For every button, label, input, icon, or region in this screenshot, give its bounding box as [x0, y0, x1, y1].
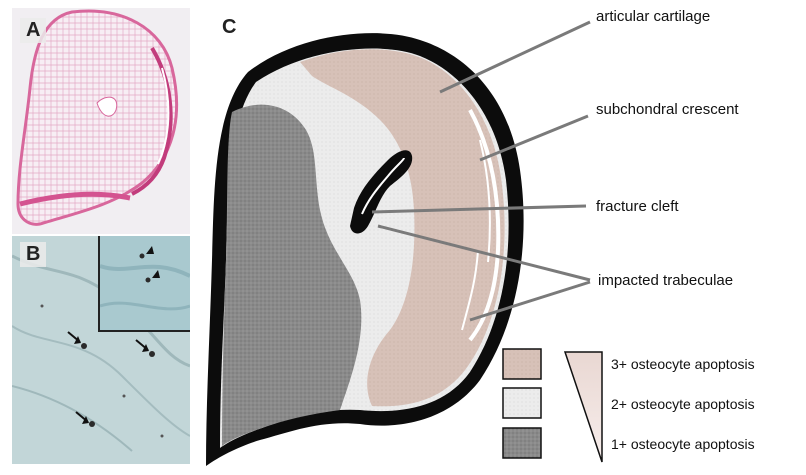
label-articular-cartilage: articular cartilage	[596, 8, 710, 25]
label-subchondral-crescent: subchondral crescent	[596, 101, 739, 118]
label-fracture-cleft: fracture cleft	[596, 198, 679, 215]
legend-label-2plus: 2+ osteocyte apoptosis	[611, 396, 755, 412]
legend-label-3plus: 3+ osteocyte apoptosis	[611, 356, 755, 372]
legend-label-1plus: 1+ osteocyte apoptosis	[611, 436, 755, 452]
legend-swatch-2plus	[503, 388, 541, 418]
legend-wedge	[565, 352, 602, 462]
legend-swatch-1plus	[503, 428, 541, 458]
label-impacted-trabeculae: impacted trabeculae	[598, 272, 733, 289]
legend-swatch-3plus	[503, 349, 541, 379]
